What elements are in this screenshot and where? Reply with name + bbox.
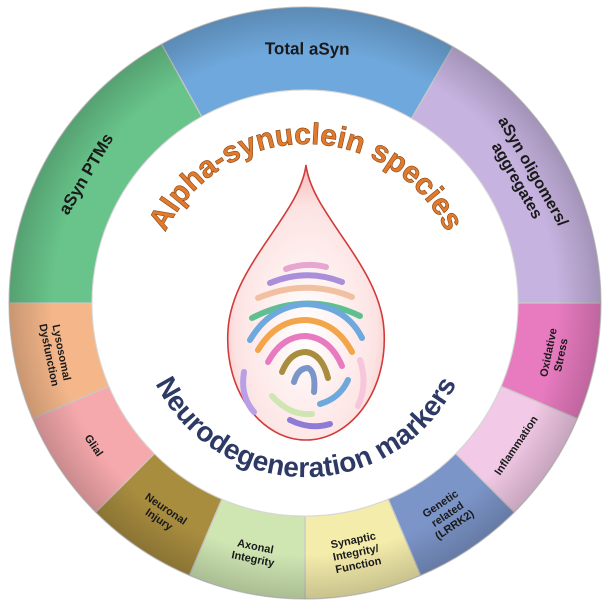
total-asyn-label: Total aSyn [265, 39, 350, 59]
